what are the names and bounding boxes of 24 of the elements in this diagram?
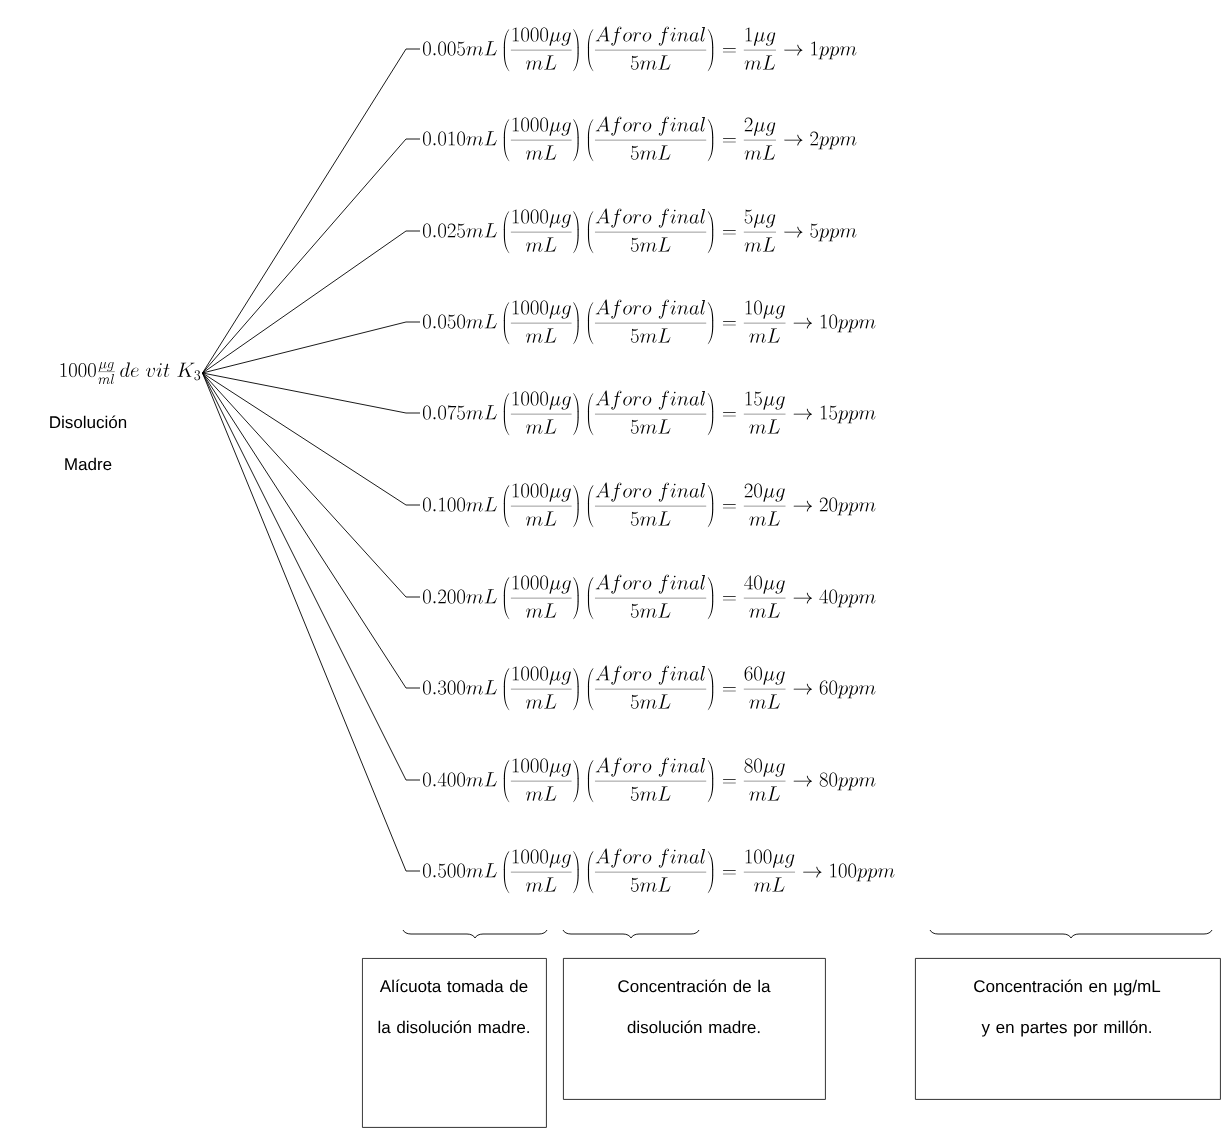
connector-line <box>202 138 421 374</box>
connector-line <box>202 372 421 689</box>
text-box: Concentración de la disolución madre. <box>563 958 826 1100</box>
connector-line <box>202 372 421 414</box>
text-box: Alícuota tomada de la disolución madre. <box>362 958 547 1128</box>
equation: $0.100mL\left(\frac{1000\mu g}{mL}\right)\left(\frac{Aforo\ final}{5mL}\right)=\frac{20\mu g}{mL}\rightarrow 20ppm$ <box>423 482 876 528</box>
connector-line <box>202 372 421 872</box>
connector-line <box>202 372 421 506</box>
equation: $0.200mL\left(\frac{1000\mu g}{mL}\right)\left(\frac{Aforo\ final}{5mL}\right)=\frac{40\mu g}{mL}\rightarrow 40ppm$ <box>423 574 876 620</box>
connector-line <box>202 48 421 374</box>
equation: $0.500mL\left(\frac{1000\mu g}{mL}\right)\left(\frac{Aforo\ final}{5mL}\right)=\frac{100\mu g}{mL}\rightarrow 100ppm$ <box>423 848 895 894</box>
formula: $1000\frac{\mu g}{ml}\,de\ vit\ K_3$ <box>60 361 201 385</box>
equation: $0.300mL\left(\frac{1000\mu g}{mL}\right)\left(\frac{Aforo\ final}{5mL}\right)=\frac{60\mu g}{mL}\rightarrow 60ppm$ <box>423 665 876 711</box>
equation: $0.025mL\left(\frac{1000\mu g}{mL}\right)\left(\frac{Aforo\ final}{5mL}\right)=\frac{5\mu g}{mL}\rightarrow 5ppm$ <box>423 208 857 254</box>
text-box: Concentración en µg/mL y en partes por millón. <box>915 958 1221 1100</box>
equation: $0.075mL\left(\frac{1000\mu g}{mL}\right)\left(\frac{Aforo\ final}{5mL}\right)=\frac{15\mu g}{mL}\rightarrow 15ppm$ <box>423 390 876 436</box>
equation: $0.005mL\left(\frac{1000\mu g}{mL}\right)\left(\frac{Aforo\ final}{5mL}\right)=\frac{1\mu g}{mL}\rightarrow 1ppm$ <box>423 26 857 72</box>
connector-line <box>202 321 421 374</box>
equation: $0.010mL\left(\frac{1000\mu g}{mL}\right)\left(\frac{Aforo\ final}{5mL}\right)=\frac{2\mu g}{mL}\rightarrow 2ppm$ <box>423 116 857 162</box>
equation: $0.400mL\left(\frac{1000\mu g}{mL}\right)\left(\frac{Aforo\ final}{5mL}\right)=\frac{80\mu g}{mL}\rightarrow 80ppm$ <box>423 757 876 803</box>
node-label: Disolución Madre <box>50 415 127 471</box>
connector-line <box>202 230 421 374</box>
connector-line <box>202 372 421 598</box>
equation: $0.050mL\left(\frac{1000\mu g}{mL}\right)\left(\frac{Aforo\ final}{5mL}\right)=\frac{10\mu g}{mL}\rightarrow 10ppm$ <box>423 299 876 345</box>
